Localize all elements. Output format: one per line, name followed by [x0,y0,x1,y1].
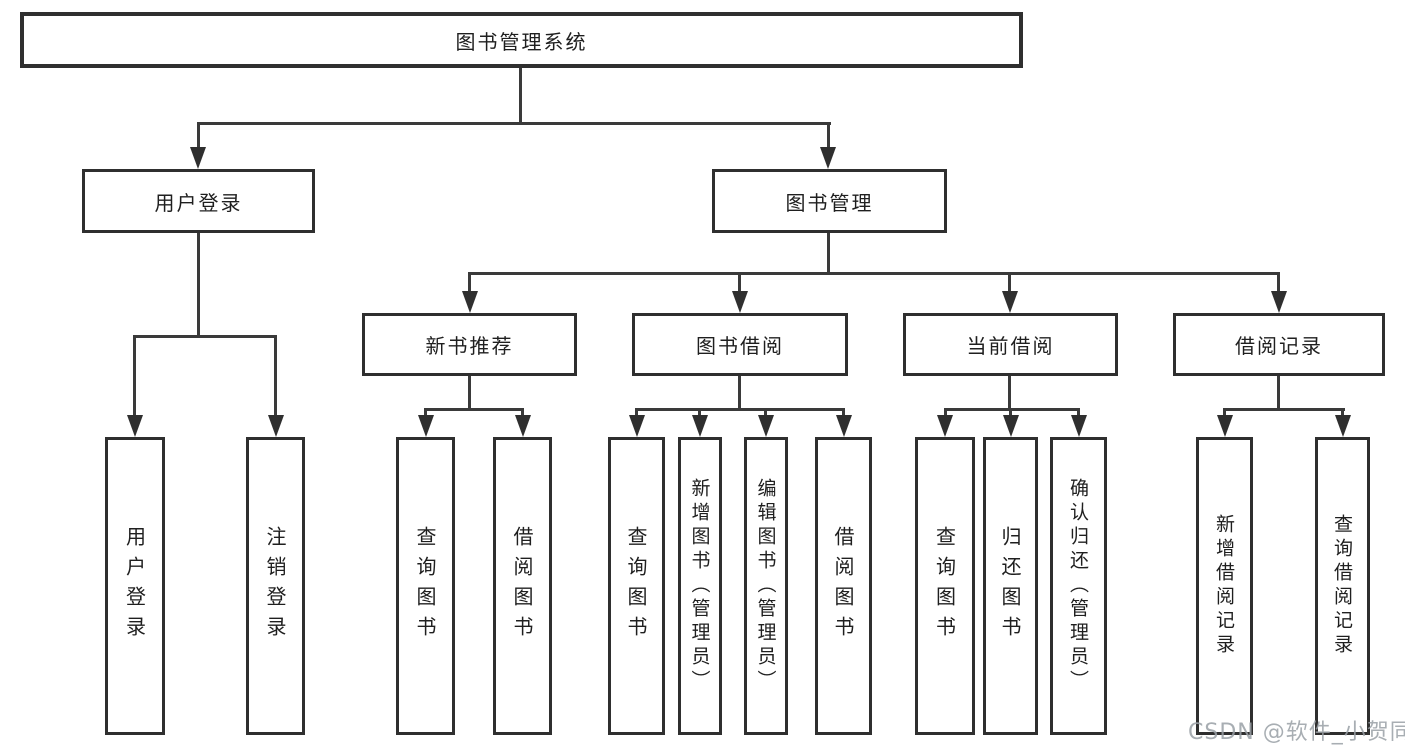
node-current-borrowing: 当前借阅 [903,313,1118,376]
connector-line [133,335,277,338]
arrowhead-icon [820,147,836,169]
connector-line [133,335,136,417]
arrowhead-icon [1002,291,1018,313]
watermark-text: CSDN @软件_小贺同学 [1188,720,1405,745]
node-book-borrowing: 图书借阅 [632,313,848,376]
connector-line [1277,272,1280,293]
leaf-return-books: 归还图书 [983,437,1038,735]
arrowhead-icon [1217,415,1233,437]
arrowhead-icon [629,415,645,437]
connector-line [827,233,830,272]
connector-line [738,376,741,408]
leaf-query-borrow-record: 查询借阅记录 [1315,437,1370,735]
arrowhead-icon [758,415,774,437]
connector-line [698,408,701,418]
connector-line [274,335,277,417]
leaf-user-login: 用户登录 [105,437,165,735]
arrowhead-icon [127,415,143,437]
connector-line [468,376,471,408]
connector-line [635,408,845,411]
arrowhead-icon [937,415,953,437]
leaf-add-borrow-record: 新增借阅记录 [1196,437,1253,735]
leaf-confirm-return-admin: 确认归还（管理员） [1050,437,1107,735]
connector-line [944,408,947,418]
arrowhead-icon [190,147,206,169]
connector-line [1341,408,1344,418]
connector-line [424,408,427,418]
arrowhead-icon [1335,415,1351,437]
leaf-borrow-books-borrowing: 借阅图书 [815,437,872,735]
connector-line [1008,376,1011,408]
connector-line [635,408,638,418]
arrowhead-icon [836,415,852,437]
leaf-logout: 注销登录 [246,437,305,735]
node-new-book-recommendation: 新书推荐 [362,313,577,376]
connector-line [944,408,1080,411]
leaf-query-books-current: 查询图书 [915,437,975,735]
node-book-management: 图书管理 [712,169,947,233]
arrowhead-icon [1003,415,1019,437]
connector-line [1223,408,1345,411]
arrowhead-icon [515,415,531,437]
connector-line [521,408,524,418]
connector-line [197,233,200,335]
connector-line [424,408,524,411]
arrowhead-icon [732,291,748,313]
arrowhead-icon [692,415,708,437]
connector-line [468,272,1280,275]
connector-line [827,122,830,150]
node-borrowing-records: 借阅记录 [1173,313,1385,376]
connector-line [1009,408,1012,418]
leaf-query-books-borrowing: 查询图书 [608,437,665,735]
node-library-management-system: 图书管理系统 [20,12,1023,68]
connector-line [842,408,845,418]
connector-line [1008,272,1011,293]
connector-line [1223,408,1226,418]
connector-line [468,272,471,293]
arrowhead-icon [462,291,478,313]
connector-line [1277,376,1280,408]
leaf-edit-book-admin: 编辑图书（管理员） [744,437,788,735]
arrowhead-icon [1271,291,1287,313]
arrowhead-icon [268,415,284,437]
leaf-query-books-recommend: 查询图书 [396,437,455,735]
arrowhead-icon [1071,415,1087,437]
node-user-login: 用户登录 [82,169,315,233]
leaf-borrow-books-recommend: 借阅图书 [493,437,552,735]
connector-line [738,272,741,293]
connector-line [197,122,831,125]
connector-line [1077,408,1080,418]
arrowhead-icon [418,415,434,437]
connector-line [519,68,522,122]
leaf-add-book-admin: 新增图书（管理员） [678,437,722,735]
connector-line [764,408,767,418]
connector-line [197,122,200,150]
